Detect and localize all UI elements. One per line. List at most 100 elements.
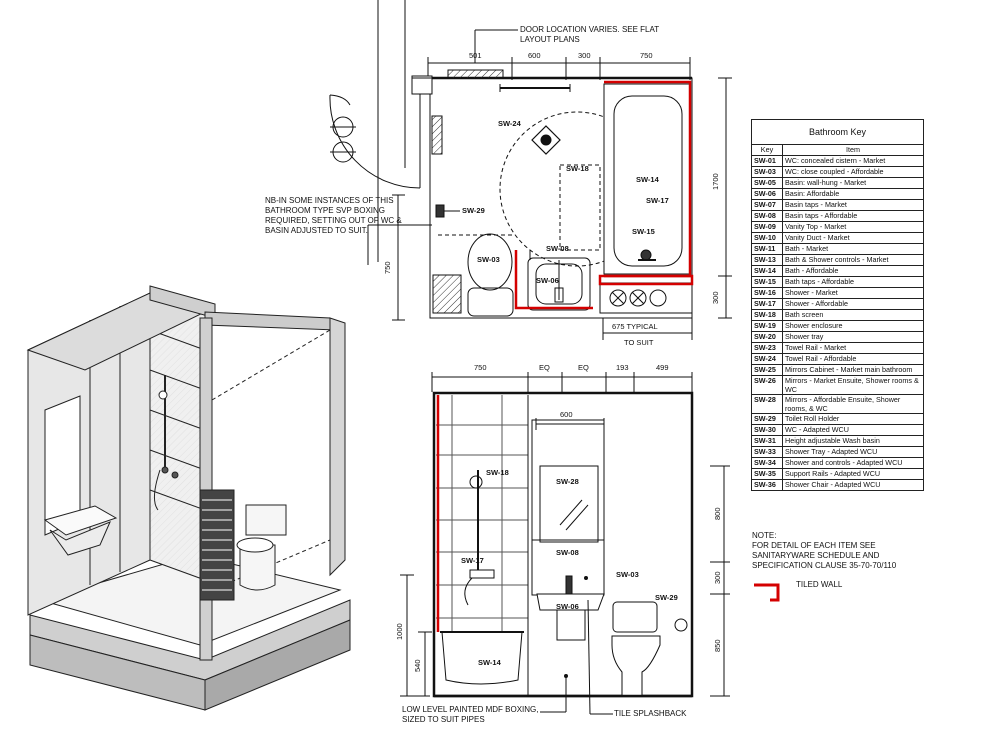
key-item: Towel Rail - Market: [782, 342, 924, 354]
key-code: SW-06: [751, 188, 783, 200]
plan-typical-label: 675 TYPICAL: [612, 322, 658, 331]
key-col-item: Item: [782, 144, 924, 156]
key-item: Shower Chair - Adapted WCU: [782, 479, 924, 491]
key-code: SW-17: [751, 298, 783, 310]
key-code: SW-33: [751, 446, 783, 458]
key-item: Shower - Market: [782, 287, 924, 299]
isometric-view: [26, 285, 351, 711]
plan-dim-300-right: 300: [711, 291, 720, 304]
key-item: Basin: Affordable: [782, 188, 924, 200]
key-item: Shower enclosure: [782, 320, 924, 332]
elev-dim-eq-1: EQ: [539, 363, 550, 372]
tiled-wall-legend: TILED WALL: [796, 580, 843, 589]
key-item: Mirrors - Market Ensuite, Shower rooms &…: [782, 375, 924, 395]
key-code: SW-25: [751, 364, 783, 376]
note-body: FOR DETAIL OF EACH ITEM SEE SANITARYWARE…: [752, 541, 897, 570]
key-code: SW-28: [751, 394, 783, 414]
plan-label-sw14: SW-14: [636, 175, 660, 184]
key-code: SW-26: [751, 375, 783, 395]
key-item: WC: close coupled - Affordable: [782, 166, 924, 178]
key-code: SW-34: [751, 457, 783, 469]
key-code: SW-36: [751, 479, 783, 491]
key-code: SW-15: [751, 276, 783, 288]
plan-label-sw06: SW-06: [536, 276, 559, 285]
key-item: Toilet Roll Holder: [782, 413, 924, 425]
plan-label-sw17: SW-17: [646, 196, 669, 205]
elev-dim-1000: 1000: [395, 623, 404, 640]
key-code: SW-24: [751, 353, 783, 365]
key-code: SW-16: [751, 287, 783, 299]
plan-dim-300: 300: [578, 51, 591, 60]
plan-dim-750-left: 750: [383, 261, 392, 274]
key-code: SW-09: [751, 221, 783, 233]
key-item: Shower - Affordable: [782, 298, 924, 310]
key-item: Bath & Shower controls - Market: [782, 254, 924, 266]
key-item: WC: concealed cistern - Market: [782, 155, 924, 167]
elev-dim-600: 600: [560, 410, 573, 419]
elev-label-sw08: SW-08: [556, 548, 579, 557]
key-item: Bath screen: [782, 309, 924, 321]
key-code: SW-18: [751, 309, 783, 321]
plan-dim-600: 600: [528, 51, 541, 60]
plan-view: [329, 0, 732, 340]
key-code: SW-07: [751, 199, 783, 211]
key-code: SW-23: [751, 342, 783, 354]
elev-label-sw03: SW-03: [616, 570, 639, 579]
tiled-wall-basin: [514, 250, 593, 310]
plan-label-sw24: SW-24: [498, 119, 522, 128]
key-col-key: Key: [751, 144, 783, 156]
elev-dim-300: 300: [713, 571, 722, 584]
key-item: Basin: wall-hung - Market: [782, 177, 924, 189]
boxing-note: LOW LEVEL PAINTED MDF BOXING, SIZED TO S…: [402, 705, 539, 724]
key-code: SW-03: [751, 166, 783, 178]
key-code: SW-11: [751, 243, 783, 255]
key-item: Basin taps - Affordable: [782, 210, 924, 222]
elev-label-sw06: SW-06: [556, 602, 579, 611]
plan-label-sw15: SW-15: [632, 227, 655, 236]
plan-dim-501: 501: [469, 51, 482, 60]
key-code: SW-05: [751, 177, 783, 189]
key-item: Towel Rail - Affordable: [782, 353, 924, 365]
elev-dim-eq-2: EQ: [578, 363, 589, 372]
splashback-note: TILE SPLASHBACK: [614, 709, 687, 718]
key-item: Vanity Top - Market: [782, 221, 924, 233]
key-item: Mirrors Cabinet - Market main bathroom: [782, 364, 924, 376]
key-item: Shower and controls - Adapted WCU: [782, 457, 924, 469]
plan-label-sw18: SW-18: [566, 164, 589, 173]
key-item: Basin taps - Market: [782, 199, 924, 211]
elev-label-sw17: SW-17: [461, 556, 484, 565]
key-item: Shower Tray - Adapted WCU: [782, 446, 924, 458]
elev-dim-193: 193: [616, 363, 629, 372]
key-code: SW-29: [751, 413, 783, 425]
elev-label-sw18: SW-18: [486, 468, 509, 477]
plan-dim-1700: 1700: [711, 173, 720, 190]
plan-to-suit-label: TO SUIT: [624, 338, 654, 347]
key-code: SW-35: [751, 468, 783, 480]
elev-dim-850: 850: [713, 639, 722, 652]
key-code: SW-01: [751, 155, 783, 167]
